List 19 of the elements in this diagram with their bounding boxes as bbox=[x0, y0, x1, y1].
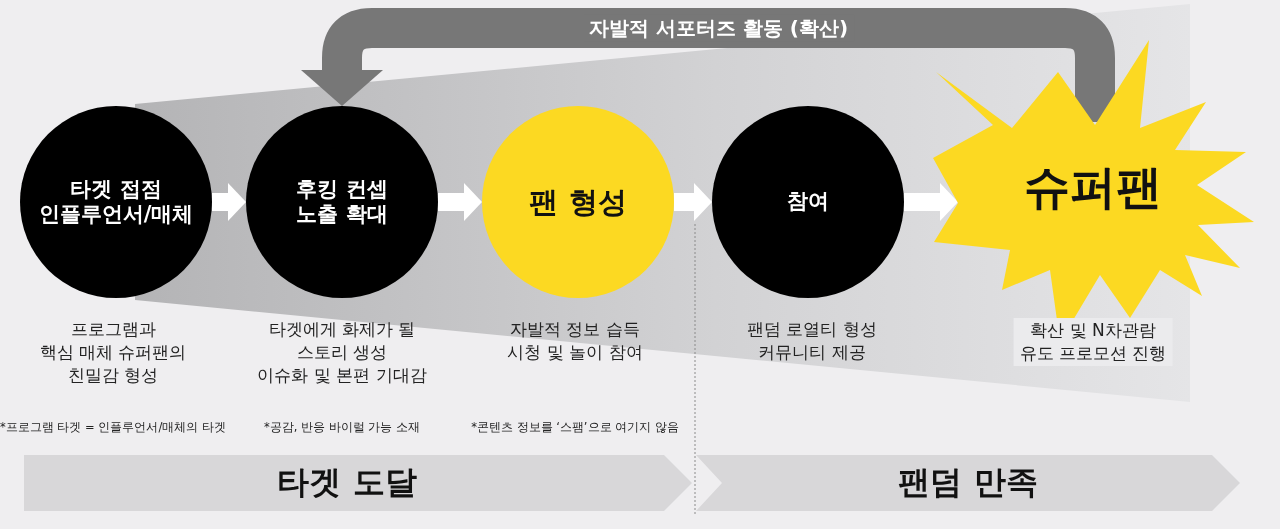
arrow bbox=[674, 183, 712, 221]
step-description: 자발적 정보 습득 시청 및 놀이 참여 bbox=[507, 318, 643, 364]
band-label: 팬덤 만족 bbox=[898, 465, 1038, 501]
footnote: *공감, 반응 바이럴 가능 소재 bbox=[264, 419, 420, 435]
circle-label: 팬 형성 bbox=[529, 184, 627, 220]
step-description: 확산 및 N차관람 유도 프로모션 진행 bbox=[1013, 318, 1173, 366]
arrow bbox=[438, 183, 482, 221]
step-description: 프로그램과 핵심 매체 슈퍼팬의 친밀감 형성 bbox=[39, 318, 187, 387]
circle-label: 후킹 컨셉 노출 확대 bbox=[296, 176, 388, 228]
band-label: 타겟 도달 bbox=[277, 465, 417, 501]
curved-arrow bbox=[301, 8, 1115, 122]
footnote: *프로그램 타겟 = 인플루언서/매체의 타겟 bbox=[0, 419, 226, 435]
footnote: *콘텐츠 정보를 ‘스팸’으로 여기지 않음 bbox=[471, 419, 679, 435]
step-description: 타겟에게 화제가 될 스토리 생성 이슈화 및 본편 기대감 bbox=[257, 318, 427, 387]
starburst-label: 슈퍼팬 bbox=[1024, 161, 1162, 213]
arrow bbox=[212, 183, 246, 221]
circle-label: 타겟 접점 인플루언서/매체 bbox=[38, 176, 194, 228]
step-description: 팬덤 로열티 형성 커뮤니티 제공 bbox=[747, 318, 877, 364]
circle-label: 참여 bbox=[787, 189, 829, 215]
